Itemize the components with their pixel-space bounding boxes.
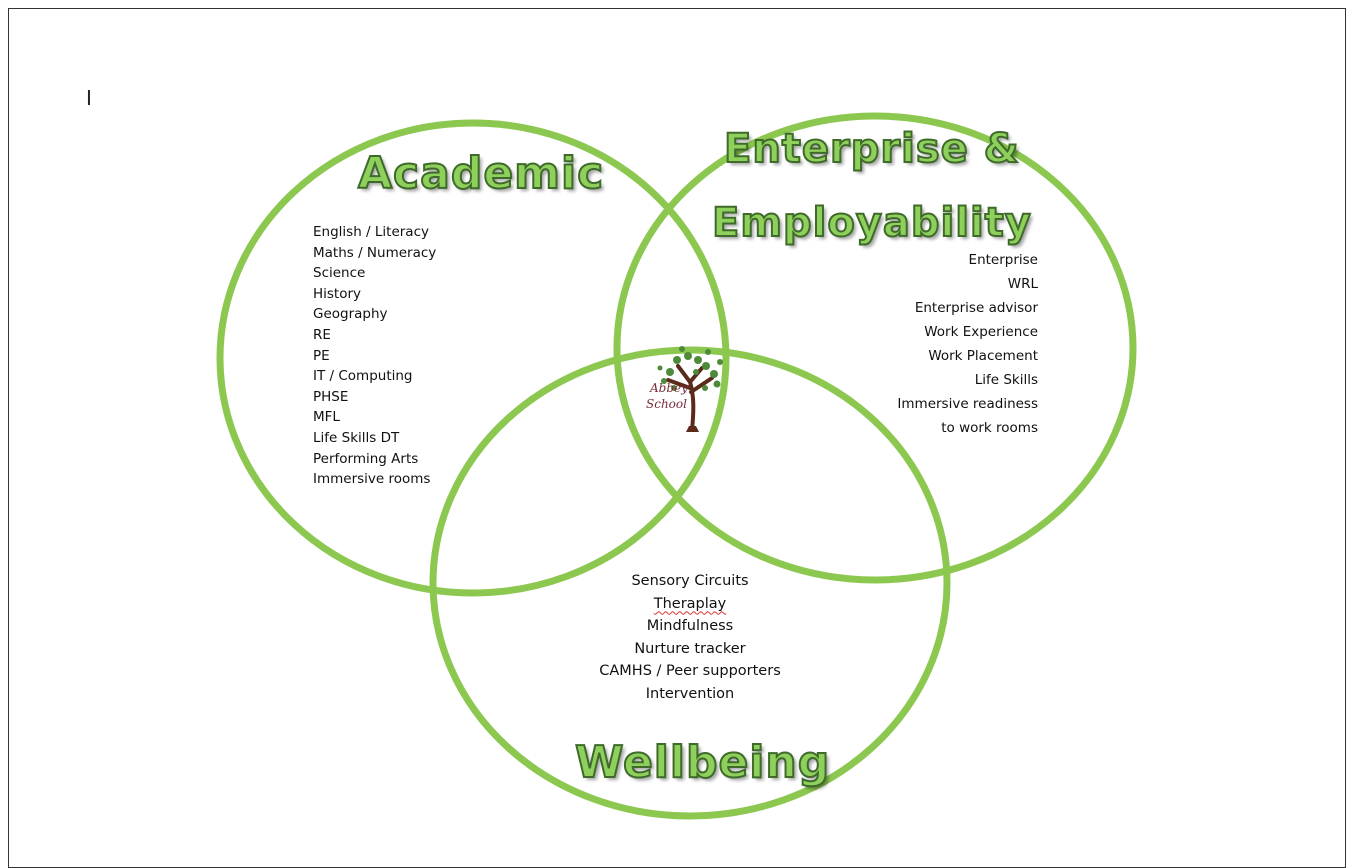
wellbeing-list: Sensory Circuits Theraplay Mindfulness N…: [560, 570, 820, 706]
enterprise-circle: [613, 112, 1137, 584]
list-item: Intervention: [645, 685, 735, 702]
list-item: Mindfulness: [646, 618, 734, 635]
list-item: English / Literacy: [313, 224, 429, 240]
spellcheck-word: Theraplay: [653, 595, 727, 612]
list-item: RE: [313, 326, 331, 343]
list-item: Enterprise advisor: [914, 300, 1038, 316]
academic-heading: Academic: [357, 147, 605, 200]
list-item: Performing Arts: [313, 450, 419, 467]
list-item: MFL: [313, 409, 340, 426]
list-item: Maths / Numeracy: [313, 244, 437, 261]
enterprise-list: Enterprise WRL Enterprise advisor Work E…: [860, 248, 1038, 440]
enterprise-heading-line2: Employability: [711, 199, 1032, 247]
wellbeing-heading: Wellbeing: [574, 736, 831, 789]
list-item: to work rooms: [941, 420, 1038, 436]
list-item: Theraplay: [560, 593, 820, 616]
list-item: WRL: [1007, 276, 1038, 292]
list-item: Nurture tracker: [634, 640, 746, 657]
list-item: Science: [313, 265, 366, 282]
list-item: Enterprise: [968, 252, 1038, 268]
list-item: Geography: [313, 306, 388, 323]
academic-list: English / Literacy Maths / Numeracy Scie…: [313, 222, 436, 490]
list-item: IT / Computing: [313, 368, 413, 385]
wellbeing-circle: [429, 346, 951, 820]
list-item: Immersive rooms: [313, 471, 431, 488]
list-item: History: [313, 285, 362, 302]
list-item: PE: [313, 347, 330, 364]
logo-line1: Abbey: [649, 381, 688, 395]
list-item: Sensory Circuits: [631, 573, 749, 589]
list-item: Work Placement: [928, 348, 1038, 364]
list-item: Life Skills DT: [313, 429, 400, 446]
list-item: Immersive readiness: [897, 396, 1038, 412]
list-item: PHSE: [313, 388, 349, 405]
list-item: Work Experience: [924, 324, 1038, 340]
list-item: CAMHS / Peer supporters: [599, 663, 781, 680]
academic-circle: [216, 119, 730, 597]
abbey-school-logo: Abbey School: [646, 346, 723, 432]
enterprise-heading-line1: Enterprise &: [723, 125, 1020, 173]
list-item: Life Skills: [974, 372, 1038, 388]
logo-line2: School: [646, 397, 687, 411]
text-marker: I: [86, 86, 92, 110]
